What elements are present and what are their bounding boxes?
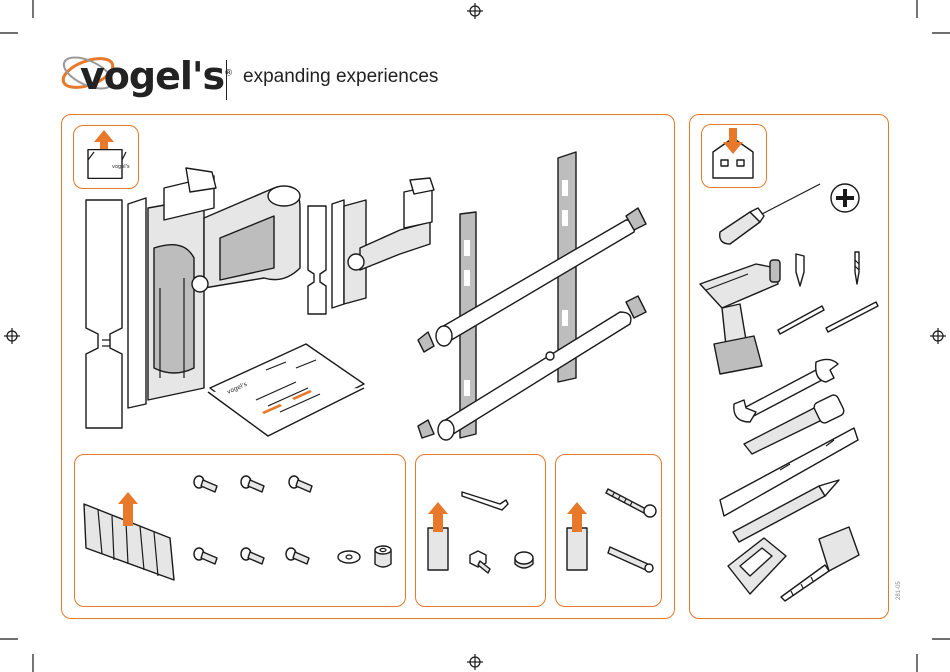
screw-icon <box>285 546 311 566</box>
screw-icon <box>288 474 314 494</box>
bolt-icon <box>468 551 492 573</box>
screw-bag-icon <box>82 490 178 580</box>
brand-tagline: expanding experiences <box>243 66 438 88</box>
screw-bag-icon <box>565 502 591 572</box>
tape-measure-icon <box>779 525 861 601</box>
brand-logo: vogel's® <box>80 54 232 98</box>
manual-icon: vogel's <box>206 340 366 440</box>
drill-bit-icon <box>776 304 826 334</box>
tv-interface-bracket-icon <box>414 150 654 440</box>
wall-plate-icon <box>306 204 330 316</box>
spacer-icon <box>373 544 393 568</box>
drill-bit-icon <box>850 250 864 286</box>
allen-key-icon <box>460 488 510 512</box>
screw-icon <box>240 474 266 494</box>
drill-bit-icon <box>824 300 880 332</box>
header-divider <box>226 60 227 100</box>
cap-icon <box>513 550 535 570</box>
screw-bag-icon <box>426 502 452 572</box>
wood-screw-icon <box>606 487 658 517</box>
screw-icon <box>193 546 219 566</box>
washer-icon <box>337 550 361 564</box>
phillips-plus-icon <box>829 182 861 214</box>
document-code: 281-05 <box>896 581 902 600</box>
house-tools-icon <box>709 128 759 182</box>
screw-icon <box>240 546 266 566</box>
wall-plug-icon <box>606 543 658 573</box>
brand-logo-text: vogel's <box>80 54 224 98</box>
drill-bit-icon <box>790 252 808 288</box>
screwdriver-icon <box>716 182 822 246</box>
screw-icon <box>193 474 219 494</box>
